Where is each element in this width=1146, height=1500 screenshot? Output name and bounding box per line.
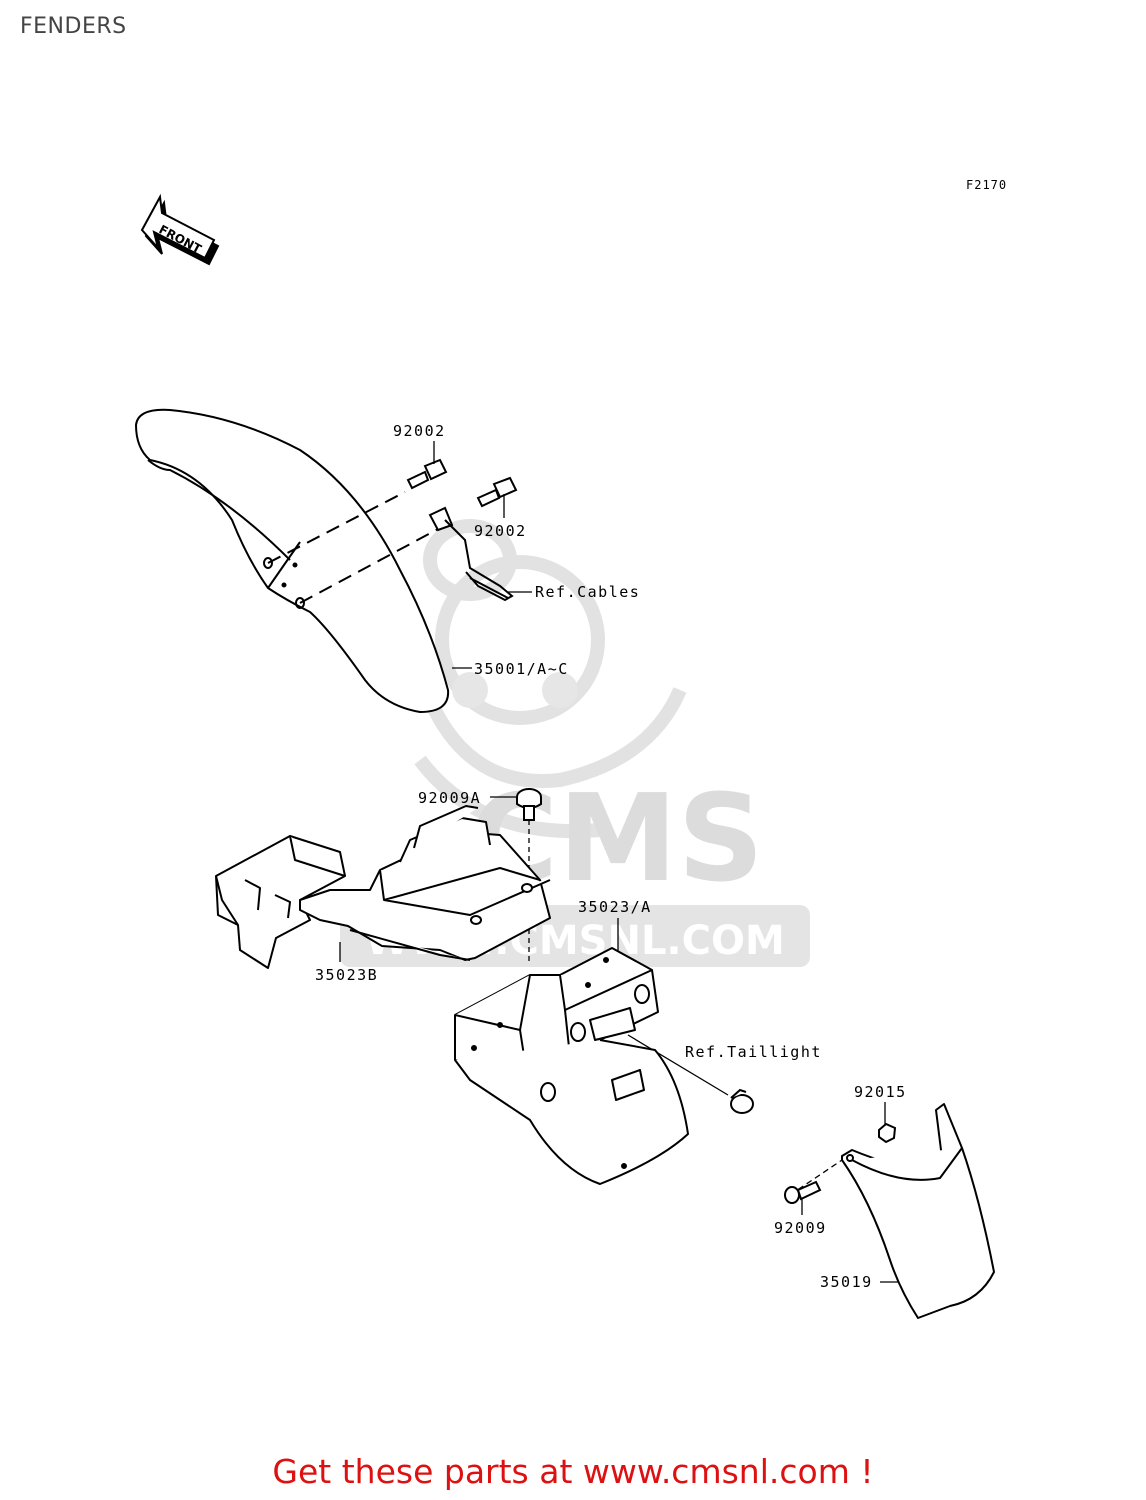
footer-link[interactable]: Get these parts at www.cmsnl.com ! — [272, 1452, 874, 1491]
label-nut-92015: 92015 — [854, 1083, 907, 1101]
label-ref-cables: Ref.Cables — [535, 583, 640, 601]
screw-92009-icon — [784, 1180, 822, 1204]
front-fender-drawing — [135, 408, 450, 713]
label-bolt-92002-upper: 92002 — [393, 422, 446, 440]
screw-92009a-icon — [516, 788, 542, 821]
mud-flap-drawing — [841, 1103, 995, 1319]
label-ref-taillight: Ref.Taillight — [685, 1043, 822, 1061]
front-arrow-icon: FRONT — [140, 193, 220, 266]
nut-92015-icon — [878, 1122, 897, 1144]
grommet-icon — [730, 1088, 754, 1114]
rear-fender-drawing — [454, 947, 689, 1185]
cable-guide-bracket — [428, 506, 514, 602]
figure-code: F2170 — [966, 178, 1008, 192]
page-title: FENDERS — [20, 14, 127, 39]
label-screw-92009: 92009 — [774, 1219, 827, 1237]
label-screw-92009a: 92009A — [418, 789, 481, 807]
label-bolt-92002-lower: 92002 — [474, 522, 527, 540]
label-front-fender: 35001/A~C — [474, 660, 569, 678]
bolt-92002-lower-icon — [476, 476, 518, 508]
label-mud-flap: 35019 — [820, 1273, 873, 1291]
label-rear-fender: 35023/A — [578, 898, 652, 916]
inner-fender-drawing — [215, 805, 551, 969]
bolt-92002-upper-icon — [406, 458, 448, 490]
label-inner-fender: 35023B — [315, 966, 378, 984]
